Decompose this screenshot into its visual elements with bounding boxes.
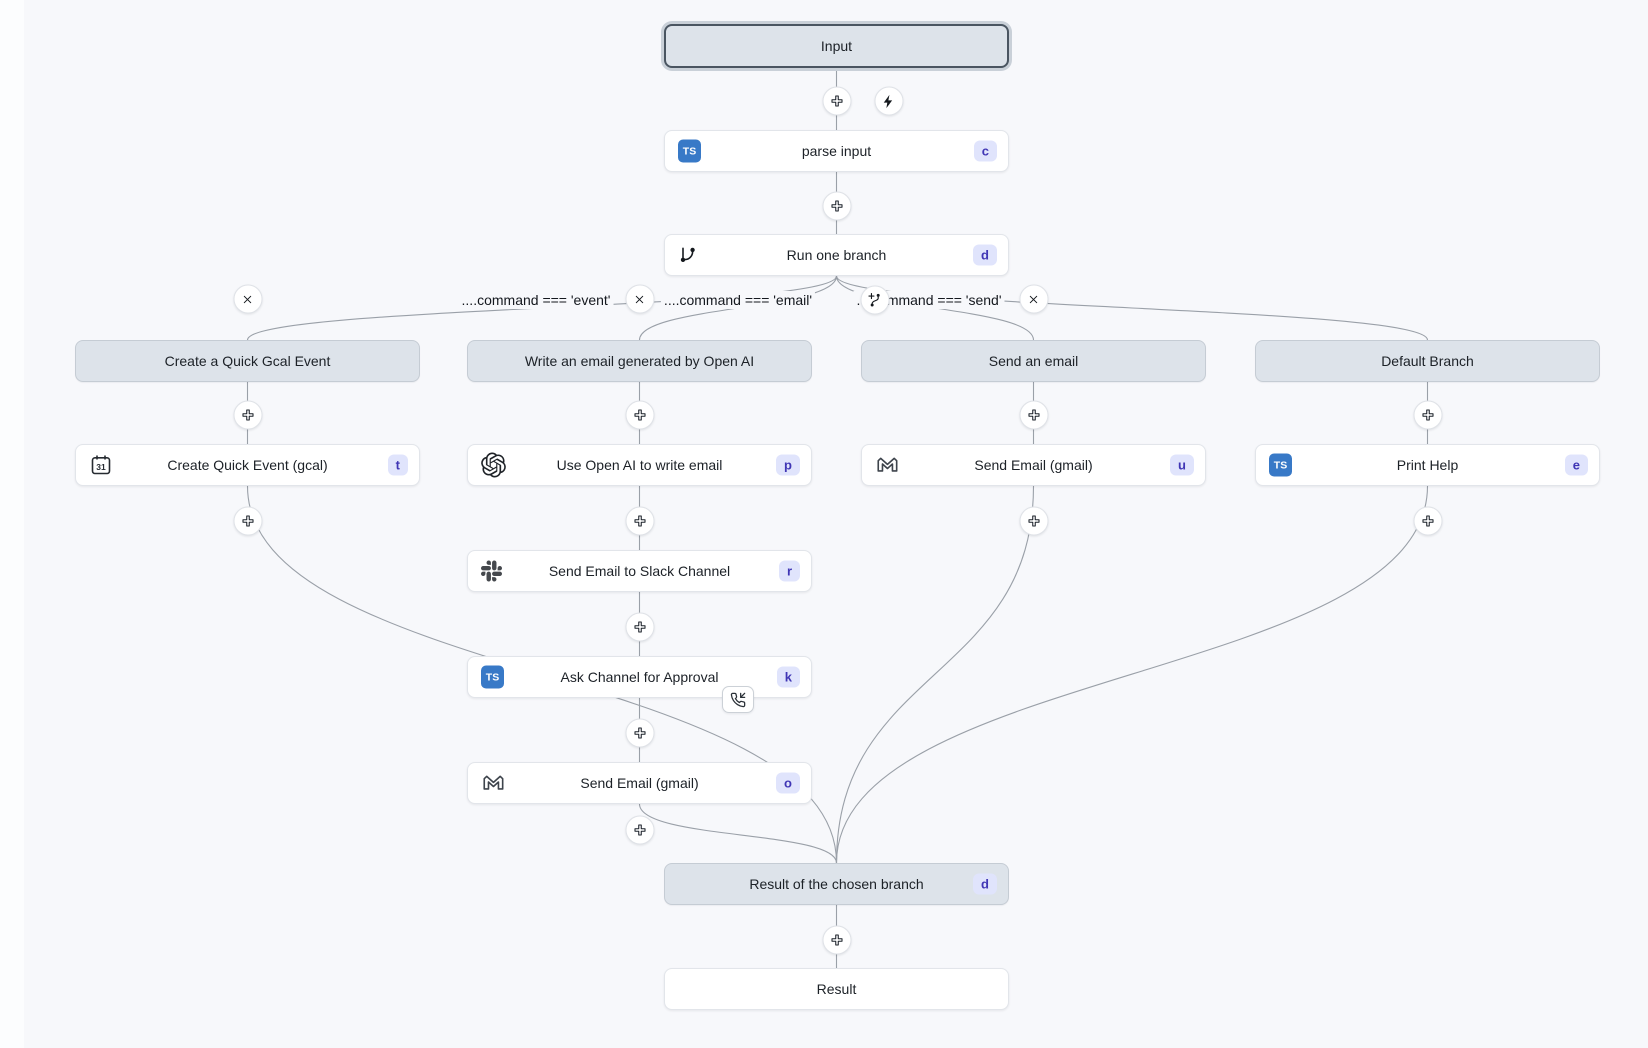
plus-icon [829, 199, 844, 214]
branch-header-label: Create a Quick Gcal Event [164, 353, 331, 369]
openai-icon [481, 453, 506, 478]
phone-incoming-icon [730, 692, 746, 708]
node-label: Send Email (gmail) [974, 457, 1093, 473]
plus-icon [632, 408, 647, 423]
node-label: Input [820, 38, 853, 54]
node-label: Use Open AI to write email [556, 457, 723, 473]
branch-header-default[interactable]: Default Branch [1255, 340, 1600, 382]
flow-result-node[interactable]: Result [664, 968, 1009, 1010]
branch-condition-label-email: ....command === 'email' [660, 291, 816, 309]
step-node-run-one-branch[interactable]: Run one branch d [664, 234, 1009, 276]
approval-suspend-indicator [722, 686, 754, 713]
branch-header-gcal-event[interactable]: Create a Quick Gcal Event [75, 340, 420, 382]
step-node-create-quick-event[interactable]: Create Quick Event (gcal) t [75, 444, 420, 486]
plus-icon [1026, 408, 1041, 423]
flow-branch-result-node[interactable]: Result of the chosen branch d [664, 863, 1009, 905]
step-id-badge: u [1170, 454, 1194, 476]
node-label: Send Email (gmail) [580, 775, 699, 791]
close-icon [1027, 292, 1041, 306]
slack-icon [481, 561, 502, 582]
plus-icon [632, 620, 647, 635]
close-icon [633, 292, 647, 306]
plus-icon [1420, 408, 1435, 423]
flow-input-node[interactable]: Input [664, 24, 1009, 68]
step-id-badge: k [776, 666, 800, 688]
delete-branch-email-button[interactable] [625, 284, 654, 314]
add-step-button[interactable] [1413, 506, 1442, 536]
step-node-send-email-slack[interactable]: Send Email to Slack Channel r [467, 550, 812, 592]
gmail-icon [875, 452, 901, 478]
typescript-icon: TS [481, 665, 504, 689]
delete-branch-event-button[interactable] [233, 284, 262, 314]
node-label: parse input [801, 143, 872, 159]
plus-icon [829, 94, 844, 109]
add-step-button[interactable] [822, 191, 851, 221]
add-step-button[interactable] [1413, 400, 1442, 430]
branch-header-openai-email[interactable]: Write an email generated by Open AI [467, 340, 812, 382]
add-step-button[interactable] [822, 86, 851, 116]
step-node-send-email-gmail-o[interactable]: Send Email (gmail) o [467, 762, 812, 804]
node-label: Ask Channel for Approval [560, 669, 719, 685]
git-branch-icon [678, 245, 698, 265]
lightning-icon [881, 93, 897, 109]
add-step-button[interactable] [625, 506, 654, 536]
branch-header-label: Send an email [988, 353, 1079, 369]
add-step-button[interactable] [233, 400, 262, 430]
plus-icon [829, 933, 844, 948]
step-id-badge: d [973, 244, 997, 266]
plus-icon [240, 514, 255, 529]
node-label: Result of the chosen branch [749, 876, 924, 892]
gmail-icon [481, 770, 507, 796]
step-node-send-email-gmail-u[interactable]: Send Email (gmail) u [861, 444, 1206, 486]
typescript-icon: TS [1269, 453, 1292, 477]
step-id-badge: t [387, 454, 408, 476]
node-label: Run one branch [786, 247, 887, 263]
step-id-badge: d [973, 873, 997, 895]
plus-icon [240, 408, 255, 423]
step-node-openai-write-email[interactable]: Use Open AI to write email p [467, 444, 812, 486]
step-id-badge: p [776, 454, 800, 476]
add-branch-button[interactable] [860, 285, 890, 315]
branch-condition-label-send: ....command === 'send' [853, 291, 1005, 309]
delete-branch-send-button[interactable] [1019, 284, 1048, 314]
plus-icon [1026, 514, 1041, 529]
flow-trigger-button[interactable] [874, 86, 903, 116]
step-node-print-help[interactable]: TS Print Help e [1255, 444, 1600, 486]
step-id-badge: c [973, 140, 997, 162]
step-id-badge: r [778, 560, 800, 582]
add-step-button[interactable] [1019, 400, 1048, 430]
plus-icon [632, 726, 647, 741]
add-step-button[interactable] [625, 815, 654, 845]
close-icon [241, 292, 255, 306]
node-label: Send Email to Slack Channel [548, 563, 731, 579]
step-id-badge: e [1564, 454, 1588, 476]
node-label: Print Help [1396, 457, 1459, 473]
branch-header-send-email[interactable]: Send an email [861, 340, 1206, 382]
step-node-parse-input[interactable]: TS parse input c [664, 130, 1009, 172]
plus-icon [1420, 514, 1435, 529]
plus-icon [632, 514, 647, 529]
branch-header-label: Default Branch [1381, 353, 1474, 369]
step-id-badge: o [776, 772, 800, 794]
node-label: Create Quick Event (gcal) [167, 457, 328, 473]
step-node-ask-channel-approval[interactable]: TS Ask Channel for Approval k [467, 656, 812, 698]
add-step-button[interactable] [625, 718, 654, 748]
add-step-button[interactable] [233, 506, 262, 536]
add-step-button[interactable] [822, 925, 851, 955]
calendar-31-icon [89, 453, 113, 477]
branch-header-label: Write an email generated by Open AI [524, 353, 755, 369]
canvas-left-edge [0, 0, 24, 1048]
node-label: Result [816, 981, 857, 997]
typescript-icon: TS [678, 139, 701, 163]
add-step-button[interactable] [625, 612, 654, 642]
add-step-button[interactable] [1019, 506, 1048, 536]
branch-condition-label-event: ....command === 'event' [458, 291, 614, 309]
plus-icon [632, 823, 647, 838]
branch-plus-icon [867, 292, 884, 309]
add-step-button[interactable] [625, 400, 654, 430]
